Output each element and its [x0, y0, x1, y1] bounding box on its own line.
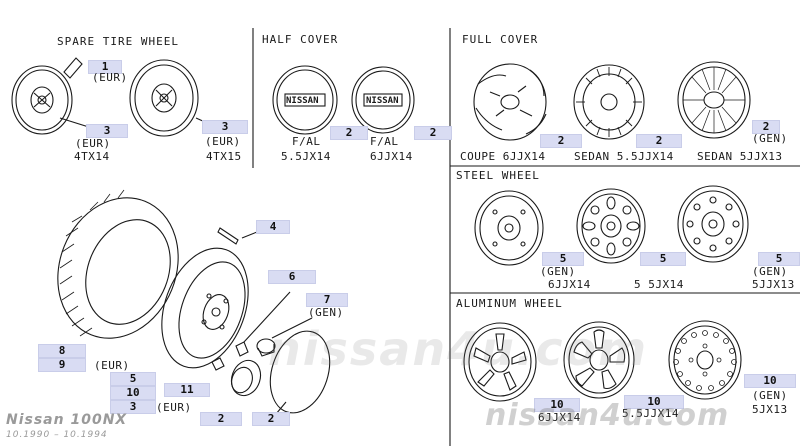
half-cover-logo: NISSAN	[366, 96, 399, 106]
label-coupe-6jjx14: COUPE 6JJX14	[460, 150, 546, 163]
label-sedan-5jjx13: SEDAN 5JJX13	[697, 150, 783, 163]
callout-11[interactable]: 11	[164, 383, 210, 397]
label-size-6jjx14: 6JJX14	[370, 150, 413, 163]
full-cover-sedan-55	[573, 64, 645, 140]
label-fal: F/AL	[292, 135, 321, 148]
aluminum-wheel-6jjx14	[463, 322, 537, 402]
callout-1[interactable]: 1	[88, 60, 122, 74]
wheel-cover-2	[269, 330, 331, 414]
callout-2[interactable]: 2	[752, 120, 780, 134]
callout-3[interactable]: 3	[202, 120, 248, 134]
callout-6[interactable]: 6	[268, 270, 316, 284]
label-eur: (EUR)	[92, 71, 128, 84]
label-size-4tx15: 4TX15	[206, 150, 242, 163]
label-eur: (EUR)	[205, 135, 241, 148]
callout-5[interactable]: 5	[542, 252, 584, 266]
callout-2[interactable]: 2	[636, 134, 682, 148]
watermark-main: nissan4u.com	[268, 322, 649, 376]
label-size-5jx13: 5JX13	[752, 403, 788, 416]
label-steel-55jx14: 5 5JX14	[634, 278, 684, 291]
nut-cap-7	[256, 317, 313, 357]
half-cover-logo: NISSAN	[286, 96, 319, 106]
label-gen: (GEN)	[752, 389, 788, 402]
wheel-exploded	[161, 247, 249, 369]
callout-5[interactable]: 5	[110, 372, 156, 386]
full-cover-coupe	[473, 63, 547, 141]
callout-5[interactable]: 5	[758, 252, 800, 266]
callout-2[interactable]: 2	[252, 412, 290, 426]
label-gen: (GEN)	[308, 306, 344, 319]
label-alu-55jjx14: 5.5JJX14	[622, 407, 679, 420]
spare-wheel-eur	[11, 57, 93, 135]
label-alu-6jjx14: 6JJX14	[538, 411, 581, 424]
callout-2[interactable]: 2	[414, 126, 452, 140]
label-eur: (EUR)	[75, 137, 111, 150]
callout-10[interactable]: 10	[534, 398, 580, 412]
section-full-cover: FULL COVER	[462, 33, 539, 46]
callout-5[interactable]: 5	[640, 252, 686, 266]
callout-8[interactable]: 8	[38, 344, 86, 358]
steel-wheel-6jjx14	[474, 190, 544, 266]
label-gen: (GEN)	[540, 265, 576, 278]
steel-wheel-55jx14	[576, 188, 646, 264]
label-fal: F/AL	[370, 135, 399, 148]
label-size-5jjx13: 5JJX13	[752, 278, 795, 291]
aluminum-wheel-5jx13	[668, 320, 742, 400]
callout-10[interactable]: 10	[744, 374, 796, 388]
section-spare-tire-wheel: SPARE TIRE WHEEL	[57, 35, 179, 48]
center-cap-2	[230, 359, 262, 397]
callout-4[interactable]: 4	[256, 220, 290, 234]
wheel-nut-6	[235, 291, 291, 357]
callout-9[interactable]: 9	[38, 358, 86, 372]
half-cover-55jx14	[272, 65, 338, 135]
section-half-cover: HALF COVER	[262, 33, 339, 46]
section-steel-wheel: STEEL WHEEL	[456, 169, 540, 182]
callout-7[interactable]: 7	[306, 293, 348, 307]
steel-wheel-5jjx13	[677, 185, 749, 263]
callout-2[interactable]: 2	[330, 126, 368, 140]
callout-3[interactable]: 3	[110, 400, 156, 414]
callout-3[interactable]: 3	[86, 124, 128, 138]
callout-10[interactable]: 10	[110, 386, 156, 400]
label-eur: (EUR)	[94, 359, 130, 372]
full-cover-sedan-5	[677, 61, 751, 139]
label-steel-6jjx14: 6JJX14	[548, 278, 591, 291]
callout-2[interactable]: 2	[200, 412, 242, 426]
section-aluminum-wheel: ALUMINUM WHEEL	[456, 297, 563, 310]
label-gen: (GEN)	[752, 132, 788, 145]
tire-exploded	[57, 189, 179, 339]
callout-10[interactable]: 10	[624, 395, 684, 409]
label-size-55jx14: 5.5JX14	[281, 150, 331, 163]
aluminum-wheel-55jjx14	[563, 321, 635, 399]
watermark-corner: nissan4u.com	[485, 398, 730, 433]
balance-weight-11	[211, 357, 225, 371]
callout-2[interactable]: 2	[540, 134, 582, 148]
label-eur: (EUR)	[156, 401, 192, 414]
half-cover-6jjx14	[351, 66, 415, 134]
model-date-range: 10.1990 – 10.1994	[6, 430, 108, 440]
label-sedan-55jjx14: SEDAN 5.5JJX14	[574, 150, 674, 163]
label-gen: (GEN)	[752, 265, 788, 278]
model-name: Nissan 100NX	[6, 412, 128, 428]
label-size-4tx14: 4TX14	[74, 150, 110, 163]
